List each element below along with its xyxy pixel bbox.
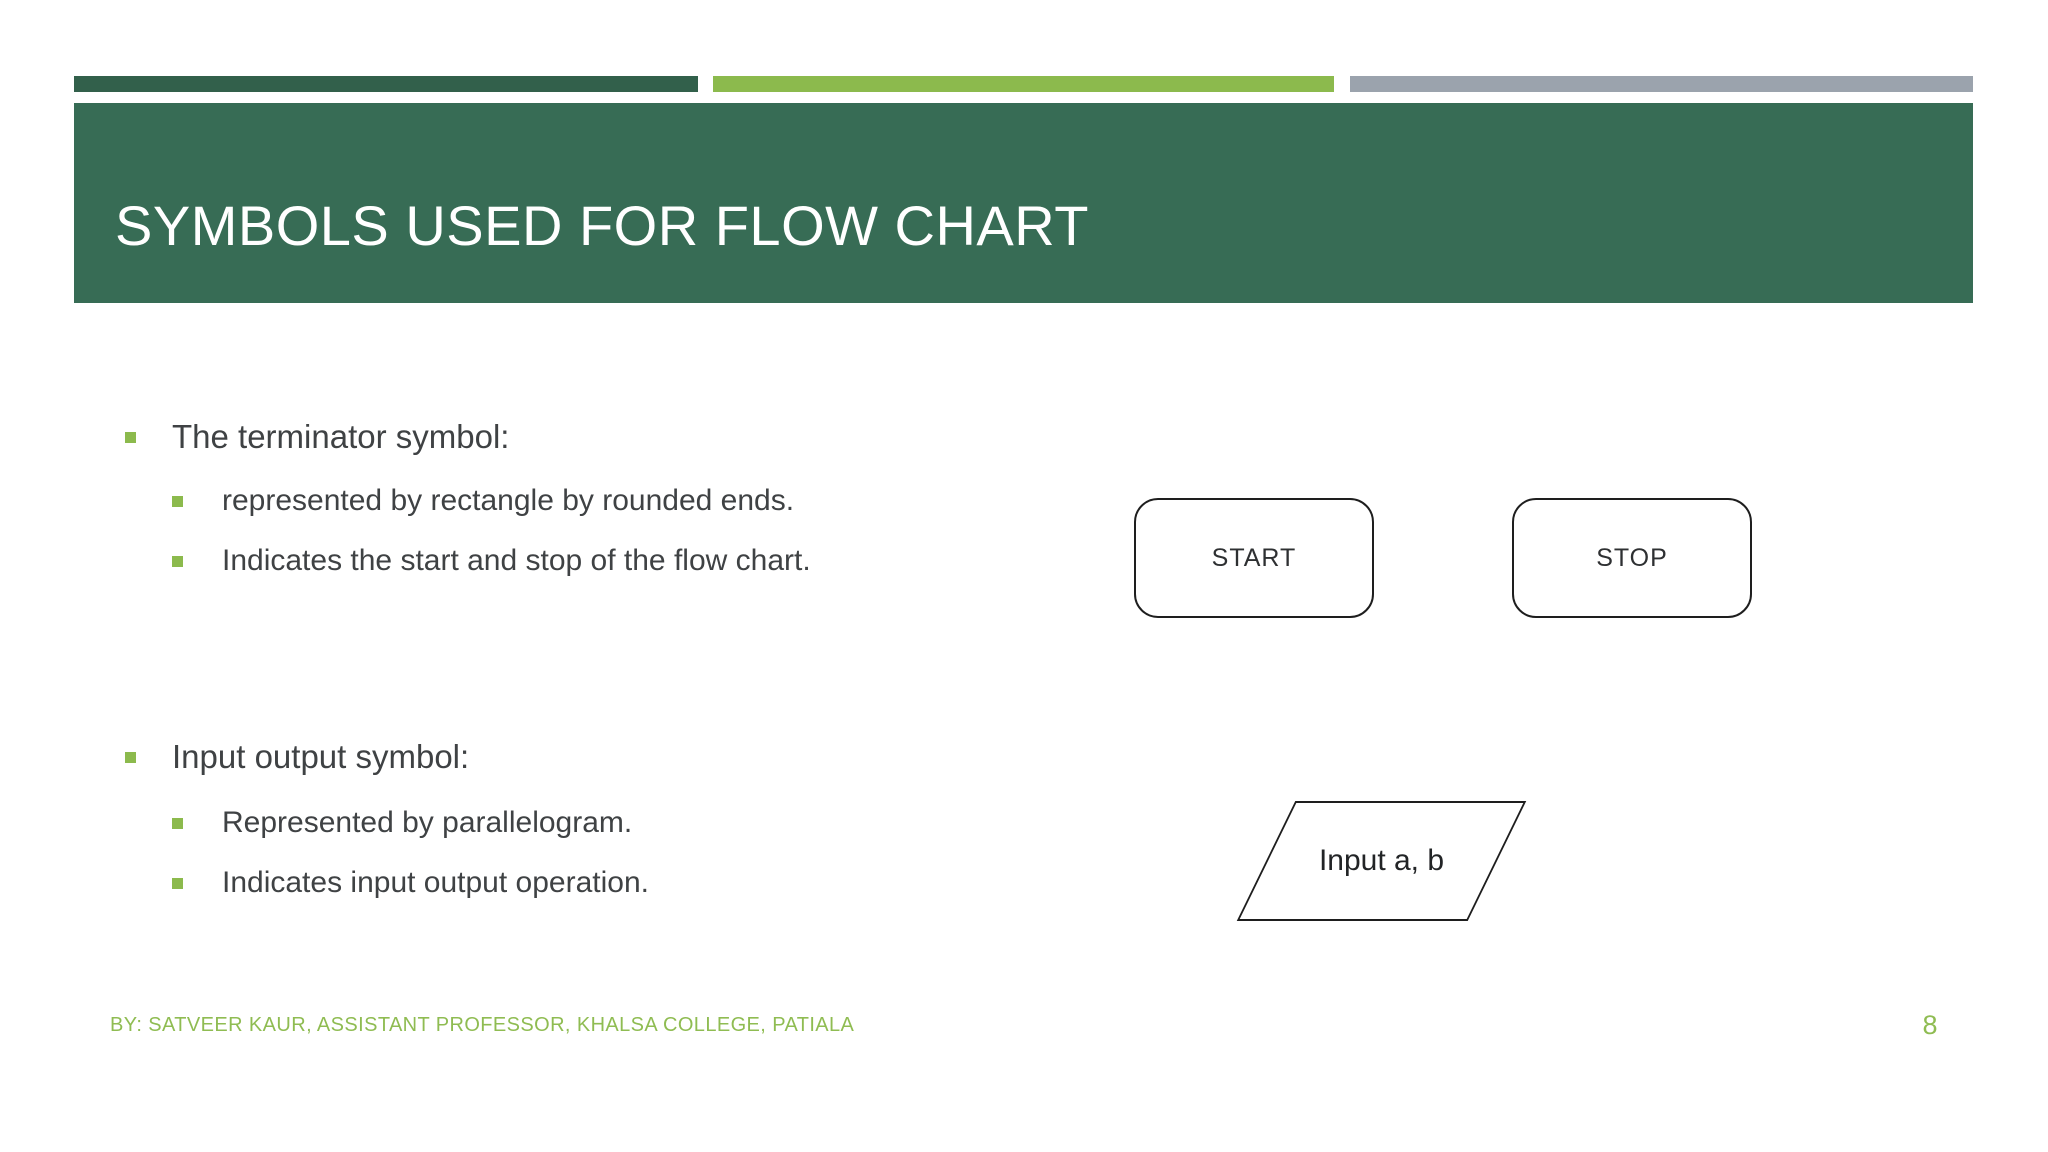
bullet-square-icon <box>172 817 183 829</box>
top-bar-gray <box>1350 76 1973 92</box>
bullet-square-icon <box>172 877 183 889</box>
terminator-shape-start: START <box>1134 498 1374 618</box>
terminator-shape-stop: STOP <box>1512 498 1752 618</box>
bullet-io-item-2: Indicates input output operation. <box>172 863 649 903</box>
slide-title: SYMBOLS USED FOR FLOW CHART <box>115 194 1089 257</box>
bullet-terminator-heading: The terminator symbol: <box>125 415 509 459</box>
bullet-terminator-item-2: Indicates the start and stop of the flow… <box>172 541 811 581</box>
page-number: 8 <box>1922 1010 1938 1040</box>
bullet-item-text: represented by rectangle by rounded ends… <box>222 484 795 517</box>
bullet-square-icon <box>172 555 183 567</box>
top-bar-dark-green <box>74 76 698 92</box>
io-parallelogram-shape: Input a, b <box>1236 801 1527 921</box>
footer-credit: BY: SATVEER KAUR, ASSISTANT PROFESSOR, K… <box>110 1014 855 1036</box>
bullet-heading-text: The terminator symbol: <box>172 418 510 455</box>
top-bar-light-green <box>713 76 1334 92</box>
bullet-io-item-1: Represented by parallelogram. <box>172 803 632 843</box>
bullet-item-text: Represented by parallelogram. <box>222 806 633 839</box>
io-shape-label: Input a, b <box>1318 844 1445 877</box>
bullet-square-icon <box>125 431 136 443</box>
bullet-io-heading: Input output symbol: <box>125 735 469 779</box>
bullet-square-icon <box>125 751 136 763</box>
bullet-square-icon <box>172 495 183 507</box>
bullet-heading-text: Input output symbol: <box>172 738 470 775</box>
title-band: SYMBOLS USED FOR FLOW CHART <box>74 103 1973 303</box>
bullet-item-text: Indicates the start and stop of the flow… <box>222 544 811 577</box>
bullet-item-text: Indicates input output operation. <box>222 866 649 899</box>
bullet-terminator-item-1: represented by rectangle by rounded ends… <box>172 481 794 521</box>
